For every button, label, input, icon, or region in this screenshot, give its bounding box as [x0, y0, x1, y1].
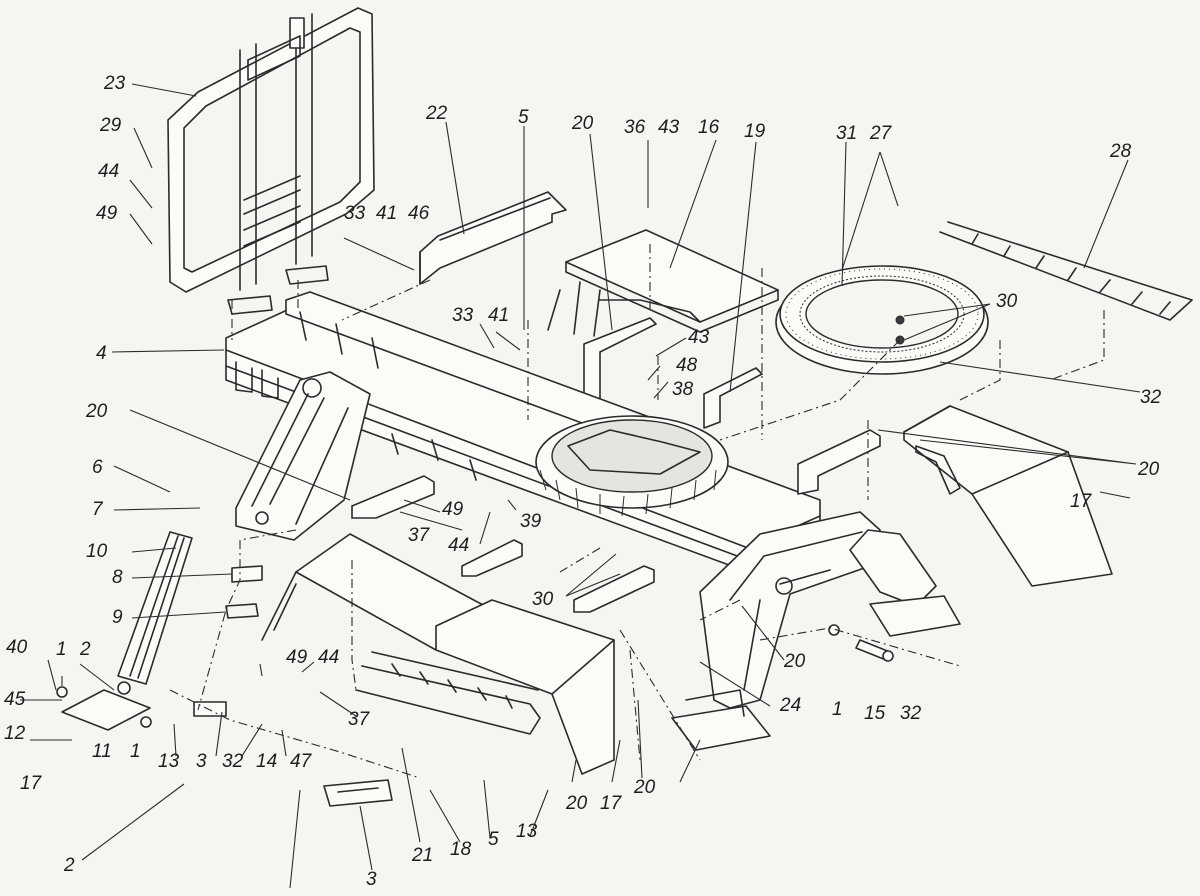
ladder-28: [939, 221, 1193, 321]
callout-40: 40: [6, 637, 28, 658]
callout-11: 11: [92, 741, 112, 762]
callout-19: 19: [744, 121, 766, 142]
callout-48: 48: [676, 355, 698, 376]
callout-16: 16: [698, 117, 720, 138]
callout-17-left: 17: [20, 773, 42, 794]
callout-leaders: [20, 83, 1141, 889]
callout-8: 8: [112, 567, 123, 588]
callout-32-b: 32: [900, 703, 922, 724]
assembly-center-lines: [169, 244, 1105, 779]
callout-4: 4: [96, 343, 107, 364]
callout-32-a: 32: [222, 751, 244, 772]
callout-41-mid: 41: [488, 305, 510, 326]
callout-14: 14: [256, 751, 278, 772]
callout-9: 9: [112, 607, 123, 628]
callout-30-top: 30: [996, 291, 1018, 312]
callout-6: 6: [92, 457, 103, 478]
callout-28: 28: [1110, 141, 1132, 162]
callout-2-a: 2: [80, 639, 91, 660]
callout-37-mid: 37: [408, 525, 430, 546]
callout-47: 47: [290, 751, 312, 772]
part-3-box: [323, 779, 393, 807]
callout-3-b: 3: [366, 869, 377, 890]
callout-36: 36: [624, 117, 646, 138]
callout-3-a: 3: [196, 751, 207, 772]
callout-49-low: 49: [286, 647, 308, 668]
callout-1-a: 1: [56, 639, 67, 660]
guard-rail-frame: [167, 7, 375, 315]
front-ladder: [355, 651, 541, 735]
callout-1-b: 1: [130, 741, 141, 762]
callout-21: 21: [412, 845, 434, 866]
callout-30-mid: 30: [532, 589, 554, 610]
cover-plate-22: [419, 191, 567, 285]
callout-2-b: 2: [64, 855, 75, 876]
main-chassis-frame: [225, 291, 961, 751]
callout-31: 31: [836, 123, 858, 144]
callout-20-left: 20: [86, 401, 108, 422]
callout-33-mid: 33: [452, 305, 474, 326]
callout-20-b: 20: [566, 793, 588, 814]
callout-27: 27: [870, 123, 892, 144]
callout-44-mid: 44: [448, 535, 470, 556]
callout-20-mid: 20: [784, 651, 806, 672]
callout-5-b: 5: [488, 829, 499, 850]
callout-45: 45: [4, 689, 26, 710]
callout-20-c: 20: [634, 777, 656, 798]
callout-39: 39: [520, 511, 542, 532]
callout-41: 41: [376, 203, 398, 224]
callout-37-low: 37: [348, 709, 370, 730]
callout-10: 10: [86, 541, 108, 562]
callout-38: 38: [672, 379, 694, 400]
callout-49-mid: 49: [442, 499, 464, 520]
callout-49: 49: [96, 203, 118, 224]
callout-22: 22: [426, 103, 448, 124]
callout-24: 24: [780, 695, 802, 716]
front-floor-plates: [261, 533, 615, 775]
callout-46: 46: [408, 203, 430, 224]
callout-7: 7: [92, 499, 103, 520]
callout-13-b: 13: [516, 821, 538, 842]
callout-12: 12: [4, 723, 26, 744]
slewing-ring: [775, 265, 989, 375]
callout-20: 20: [572, 113, 594, 134]
callout-44-low: 44: [318, 647, 340, 668]
callout-43-mid: 43: [688, 327, 710, 348]
leg-pin: [828, 624, 894, 662]
bracket-19: [703, 367, 763, 429]
callout-15: 15: [864, 703, 886, 724]
callout-32-top: 32: [1140, 387, 1162, 408]
callout-5: 5: [518, 107, 529, 128]
callout-33: 33: [344, 203, 366, 224]
callout-13-a: 13: [158, 751, 180, 772]
callout-20-right: 20: [1138, 459, 1160, 480]
callout-17-right: 17: [1070, 491, 1092, 512]
callout-1-c: 1: [832, 699, 843, 720]
callout-23: 23: [104, 73, 126, 94]
floor-plate-17-right: [903, 405, 1113, 587]
callout-29: 29: [100, 115, 122, 136]
callout-18: 18: [450, 839, 472, 860]
callout-43: 43: [658, 117, 680, 138]
outrigger-beam: [56, 531, 263, 731]
callout-17-b: 17: [600, 793, 622, 814]
callout-44: 44: [98, 161, 120, 182]
